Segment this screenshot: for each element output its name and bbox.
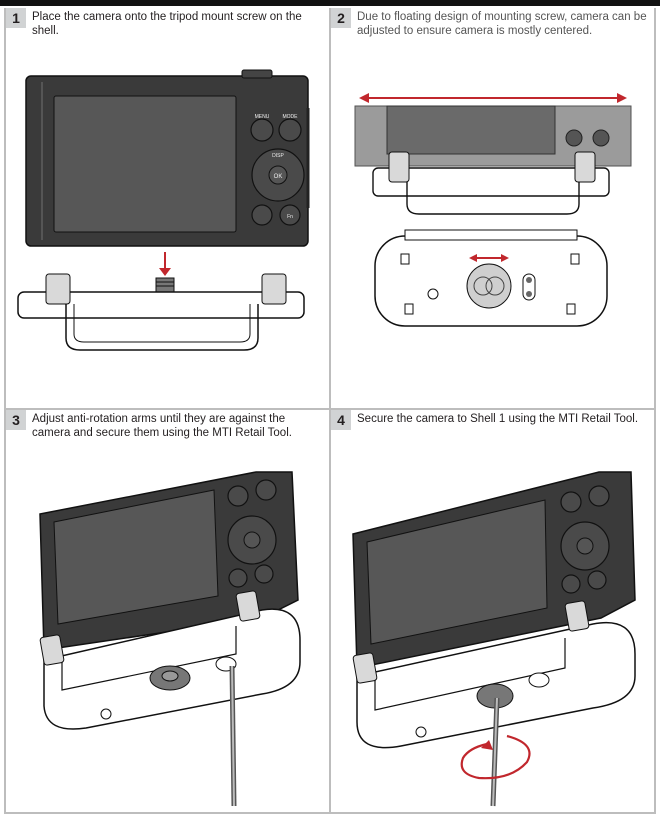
- anti-rotation-arms-illustration: [39, 471, 301, 807]
- step-number: 1: [6, 8, 26, 28]
- step-number: 3: [6, 410, 26, 430]
- step-caption: Secure the camera to Shell 1 using the M…: [357, 413, 639, 425]
- menu-button-label: MENU: [255, 114, 270, 120]
- shell-alignment-illustration: [354, 93, 632, 327]
- mode-button-label: MODE: [283, 114, 299, 120]
- ok-button-label: OK: [274, 174, 283, 180]
- step-panel-1: 1 Place the camera onto the tripod mount…: [6, 8, 329, 408]
- instruction-grid: 1 Place the camera onto the tripod mount…: [4, 8, 656, 814]
- secure-camera-illustration: [352, 471, 636, 807]
- step-caption: Adjust anti-rotation arms until they are…: [32, 413, 292, 439]
- step-panel-3: 3 Adjust anti-rotation arms until they a…: [6, 410, 329, 812]
- step-number: 4: [331, 410, 351, 430]
- step-panel-4: 4 Secure the camera to Shell 1 using the…: [331, 410, 654, 812]
- step-number: 2: [331, 8, 351, 28]
- top-rule: [0, 0, 660, 6]
- step-panel-2: 2 Due to floating design of mounting scr…: [331, 8, 654, 408]
- disp-button-label: DISP: [272, 153, 284, 159]
- step-caption: Due to floating design of mounting screw…: [357, 11, 647, 37]
- camera-illustration: MENU MODE OK DISP Fn: [17, 69, 310, 351]
- fn-button-label: Fn: [287, 214, 293, 220]
- step-caption: Place the camera onto the tripod mount s…: [32, 11, 302, 37]
